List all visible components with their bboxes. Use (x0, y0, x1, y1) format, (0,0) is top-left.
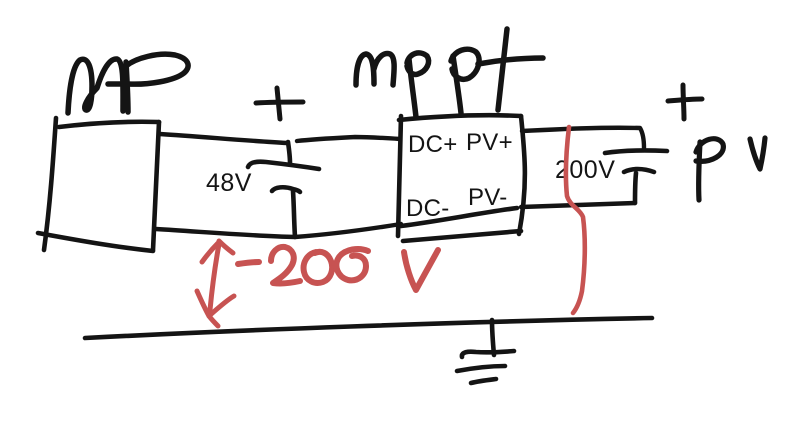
battery-200v-positive-plate (602, 148, 670, 156)
mppt-terminal-dc-plus: DC+ (408, 131, 458, 158)
mppt-box (395, 112, 528, 244)
battery-200v-symbol (602, 148, 670, 206)
battery-48v-top-stub (285, 139, 293, 166)
red-voltage-annotation-handwriting (235, 243, 441, 293)
letter-v-stroke (401, 247, 441, 293)
battery-48v-positive-plate (245, 159, 322, 172)
mp-label-handwriting (65, 51, 191, 116)
battery-48v-value: 48V (206, 169, 252, 197)
pv-wires (518, 125, 647, 210)
pv-minus-wire (518, 200, 638, 210)
ground-symbol (454, 317, 517, 386)
mppt-label-handwriting (353, 26, 546, 120)
mppt-terminal-pv-minus: PV- (468, 184, 508, 211)
battery-48v-bottom-stub (290, 188, 298, 240)
battery-200v-bottom-stub (632, 170, 639, 206)
plus-sign-pv (665, 82, 705, 122)
battery-200v-negative-plate (621, 166, 657, 175)
arrow-head-down (206, 293, 237, 319)
battery-48v-symbol (245, 139, 322, 240)
mp-box (35, 115, 162, 254)
dc-plus-wire (294, 134, 403, 144)
arrow-head-up (199, 239, 222, 265)
digit-0-stroke (333, 246, 371, 284)
plus-sign-48v (253, 85, 306, 122)
red-annotation-layer (194, 124, 588, 329)
ground-rail (82, 315, 655, 341)
pv-plus-wire (519, 125, 647, 151)
minus-stroke (235, 259, 262, 267)
digit-2-stroke (268, 243, 303, 287)
mppt-terminal-dc-minus: DC- (406, 195, 450, 222)
pv-label-handwriting (693, 135, 768, 203)
dc-plus-wire (157, 131, 290, 146)
red-measure-arrow (194, 238, 237, 329)
black-ink-layer (35, 26, 768, 386)
red-voltage-line (563, 124, 588, 316)
mppt-terminal-pv-plus: PV+ (466, 129, 513, 156)
digit-0-stroke (300, 248, 336, 286)
arrow-head-up (216, 238, 236, 256)
